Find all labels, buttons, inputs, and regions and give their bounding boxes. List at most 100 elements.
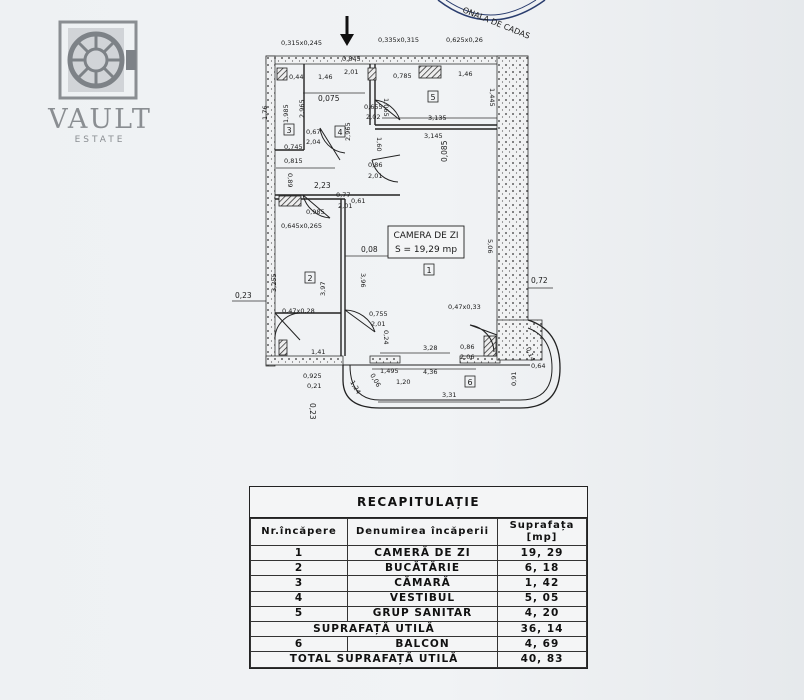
cell-name: CAMERĂ DE ZI <box>347 544 498 562</box>
vault-logo <box>58 20 138 100</box>
room-number-2: 2 <box>307 274 312 283</box>
dim-label: 1,20 <box>396 378 410 386</box>
duct-hatch <box>483 335 497 357</box>
dim-label: 0,925 <box>303 372 322 380</box>
duct-hatch <box>278 195 302 207</box>
dim-label: 0,47x0,33 <box>448 303 481 311</box>
dim-label: 0,075 <box>318 94 340 103</box>
dim-label: 0,845 <box>342 55 361 63</box>
dim-label: 0,815 <box>284 157 303 165</box>
dim-label: 1,24 <box>348 379 362 396</box>
dim-label: 3,96 <box>359 273 367 287</box>
header-room-number: Nr.încăpere <box>250 518 348 546</box>
dim-label: 0,645x0,265 <box>281 222 322 230</box>
cell-number: 3 <box>250 575 348 592</box>
dim-label: 1,46 <box>318 73 332 81</box>
recap-grid: Nr.încăpere Denumirea încăperii Suprafaț… <box>250 518 587 668</box>
cell-name: GRUP SANITAR <box>347 605 498 622</box>
living-room-label: CAMERA DE ZI <box>393 231 458 241</box>
dim-label: 3,31 <box>442 391 456 399</box>
dim-label: 0,47x0,28 <box>282 307 315 315</box>
room-number-boxes <box>283 90 476 388</box>
dim-label: 4,36 <box>423 368 437 376</box>
entrance-arrow-icon <box>340 16 354 46</box>
dim-label: 0,24 <box>382 330 390 344</box>
dim-label: 3,145 <box>424 132 443 140</box>
dim-label: 0,86 <box>460 343 474 351</box>
dim-label: 2,965 <box>298 99 306 118</box>
header-area: Suprafața [mp] <box>497 518 587 546</box>
table-row: 5 GRUP SANITAR 4, 20 <box>250 605 587 622</box>
dim-label: 0,64 <box>531 362 545 370</box>
cell-area: 4, 20 <box>497 605 587 622</box>
cell-area: 19, 29 <box>497 544 587 562</box>
dim-label: 2,04 <box>306 138 320 146</box>
cell-name: BALCON <box>347 636 498 653</box>
dim-label: 0,985 <box>306 208 325 216</box>
duct-hatch <box>276 67 288 81</box>
dimension-lines <box>232 92 553 403</box>
duct-hatch <box>367 67 377 81</box>
dim-label: 0,755 <box>369 310 388 318</box>
floor-plan: ONALA DE CADAS <box>232 0 561 420</box>
dim-label: 0,785 <box>393 72 412 80</box>
cell-area: 5, 05 <box>497 590 587 607</box>
dim-label: 2,01 <box>368 172 382 180</box>
dim-label: 0,335x0,315 <box>378 36 419 44</box>
dim-label: 1,60 <box>375 137 383 151</box>
header-room-name: Denumirea încăperii <box>347 518 498 546</box>
dimension-labels: 0,315x0,245 0,845 2,01 0,335x0,315 0,625… <box>235 36 548 420</box>
room-number-4: 4 <box>337 128 342 137</box>
dim-label: 0,085 <box>440 140 449 162</box>
dim-label: 2,01 <box>371 320 385 328</box>
dim-label: 2,02 <box>366 113 380 121</box>
cell-number: 1 <box>250 544 348 562</box>
dim-label: 0,08 <box>361 245 378 254</box>
table-row: 1 CAMERĂ DE ZI 19, 29 <box>250 544 587 562</box>
room-number-1: 1 <box>426 266 431 275</box>
dim-label: 0,72 <box>531 276 548 285</box>
dim-label: 0,21 <box>307 382 321 390</box>
living-label-box <box>387 225 465 259</box>
door-swings <box>274 99 498 353</box>
table-header-row: Nr.încăpere Denumirea încăperii Suprafaț… <box>250 518 587 546</box>
duct-hatch <box>278 339 288 356</box>
dim-label: 2,23 <box>314 181 331 190</box>
total-label: TOTAL SUPRAFAȚĂ UTILĂ <box>250 651 498 668</box>
room-number-5: 5 <box>430 93 435 102</box>
dim-label: 0,67 <box>306 128 320 136</box>
table-row: 4 VESTIBUL 5, 05 <box>250 590 587 607</box>
dim-label: 0,655 <box>364 103 383 111</box>
room-number-6: 6 <box>467 378 472 387</box>
dim-label: 2,01 <box>338 202 352 210</box>
dim-label: 5,06 <box>486 239 494 253</box>
dim-label: 3,255 <box>270 273 278 292</box>
logo-tagline: ESTATE <box>74 135 126 145</box>
dim-label: 2,01 <box>344 68 358 76</box>
recap-table: RECAPITULAȚIE Nr.încăpere Denumirea încă… <box>249 486 588 669</box>
balcony <box>342 319 561 409</box>
cell-name: CĂMARĂ <box>347 575 498 592</box>
dim-label: 1,46 <box>458 70 472 78</box>
cell-area: 4, 69 <box>497 636 587 653</box>
room-number-3: 3 <box>286 126 291 135</box>
dim-label: 1,445 <box>488 88 496 107</box>
dim-label: 0,77 <box>336 191 350 199</box>
dim-label: 2,965 <box>344 122 352 141</box>
logo-wordmark: VAULT <box>48 104 152 135</box>
cell-area: 6, 18 <box>497 560 587 577</box>
util-area-label: SUPRAFAȚĂ UTILĂ <box>250 620 498 638</box>
util-area-row: SUPRAFAȚĂ UTILĂ 36, 14 <box>250 620 587 638</box>
dim-label: 0,625x0,26 <box>446 36 483 44</box>
recap-title: RECAPITULAȚIE <box>250 487 587 518</box>
util-area-value: 36, 14 <box>497 620 587 638</box>
dim-label: 0,89 <box>286 173 294 187</box>
dim-label: 0,44 <box>289 73 303 81</box>
dim-label: 0,61 <box>351 197 365 205</box>
stamp: ONALA DE CADAS <box>437 0 546 41</box>
dim-label: 3,135 <box>428 114 447 122</box>
dim-label: 1,985 <box>282 104 290 123</box>
living-room-area: S = 19,29 mp <box>395 245 457 255</box>
outer-walls <box>265 55 543 367</box>
